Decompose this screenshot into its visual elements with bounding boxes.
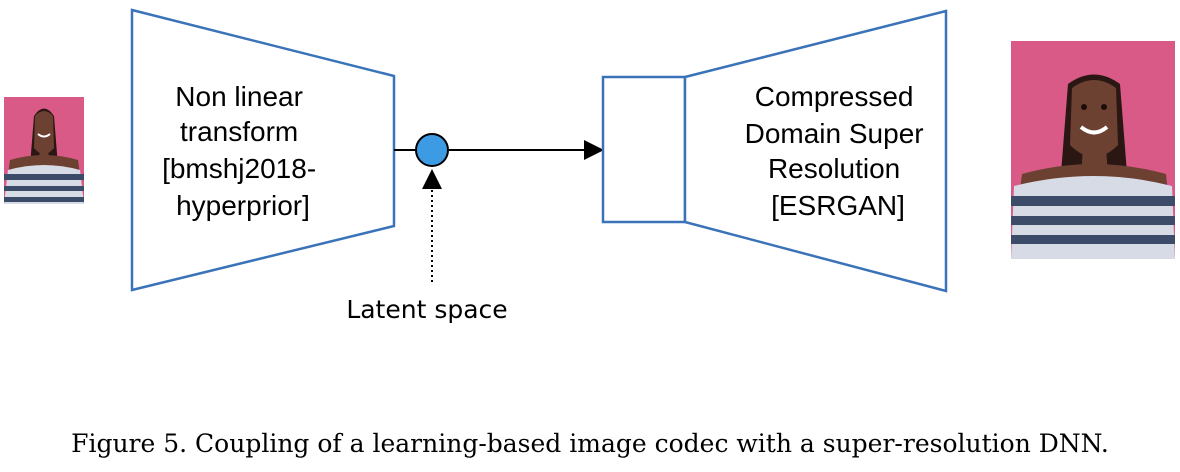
latent-node <box>415 133 449 167</box>
decoder-label-line-4: [ESRGAN] <box>771 190 905 221</box>
encoder-label-line-4: hyperprior] <box>176 190 310 221</box>
decoder-label-line-1: Compressed <box>755 81 914 112</box>
encoder-label-line-3: [bmshj2018- <box>162 153 316 184</box>
decoder-input-block <box>601 75 687 224</box>
encoder-label-line-1: Non linear <box>175 81 303 112</box>
input-photo <box>4 97 84 204</box>
latent-space-label: Latent space <box>346 295 507 324</box>
decoder-label-line-2: Domain Super <box>745 118 924 149</box>
decoder-label-line-3: Resolution <box>768 153 900 184</box>
encoder-label: Non linear transform [bmshj2018- hyperpr… <box>162 81 324 221</box>
encoder-label-line-2: transform <box>180 116 298 147</box>
figure-caption: Figure 5. Coupling of a learning-based i… <box>71 429 1109 458</box>
decoder-label: Compressed Domain Super Resolution [ESRG… <box>745 81 932 221</box>
encoder-block <box>130 8 396 292</box>
decoder-block <box>683 9 948 293</box>
output-photo <box>1011 41 1175 259</box>
